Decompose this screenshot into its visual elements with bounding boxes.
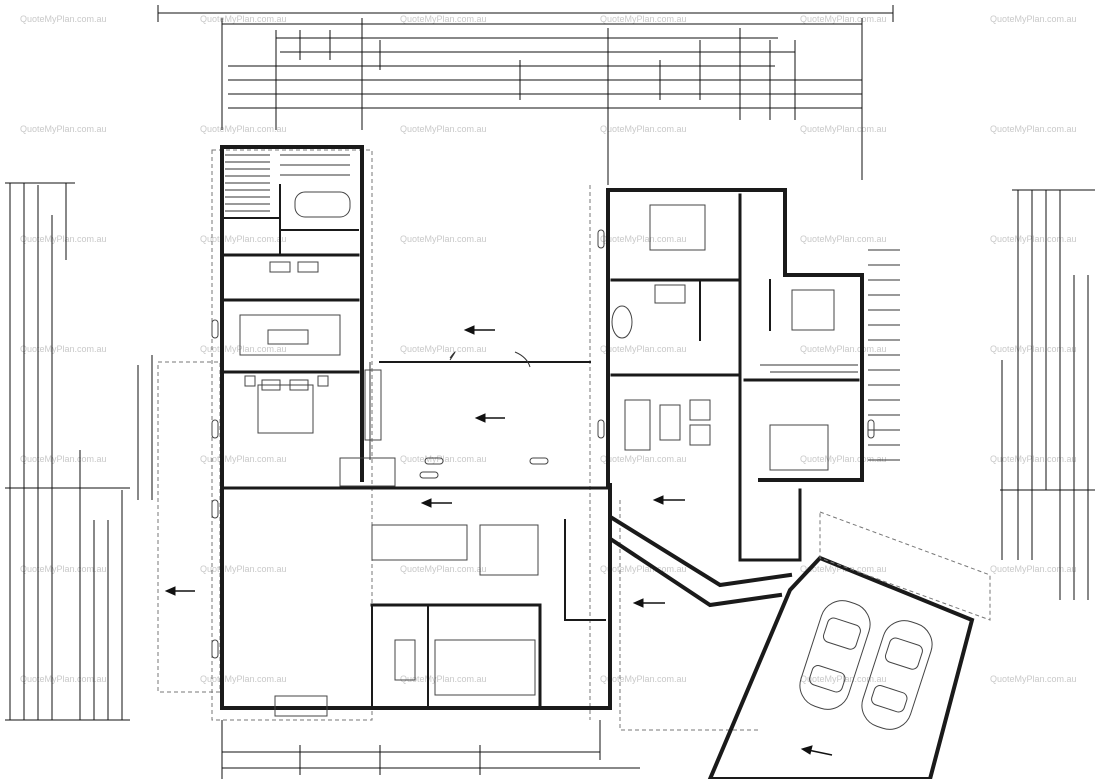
watermark-text: QuoteMyPlan.com.au <box>200 124 287 134</box>
watermark-text: QuoteMyPlan.com.au <box>600 14 687 24</box>
watermark-text: QuoteMyPlan.com.au <box>400 454 487 464</box>
watermark-text: QuoteMyPlan.com.au <box>990 124 1077 134</box>
car-icon <box>799 600 871 710</box>
watermark-text: QuoteMyPlan.com.au <box>800 674 887 684</box>
watermark-text: QuoteMyPlan.com.au <box>20 234 107 244</box>
main-living <box>220 483 612 717</box>
watermark-text: QuoteMyPlan.com.au <box>800 454 887 464</box>
watermark-text: QuoteMyPlan.com.au <box>600 454 687 464</box>
watermark-text: QuoteMyPlan.com.au <box>20 124 107 134</box>
watermark-text: QuoteMyPlan.com.au <box>400 564 487 574</box>
staircase <box>225 154 350 212</box>
watermark-text: QuoteMyPlan.com.au <box>400 674 487 684</box>
watermark-text: QuoteMyPlan.com.au <box>20 674 107 684</box>
watermark-text: QuoteMyPlan.com.au <box>200 674 287 684</box>
bath-icon <box>611 284 686 339</box>
watermark-text: QuoteMyPlan.com.au <box>800 234 887 244</box>
watermark-text: QuoteMyPlan.com.au <box>800 124 887 134</box>
dimension-lines-right <box>1000 189 1095 600</box>
deck-stairs <box>868 249 900 461</box>
table-icon <box>239 314 341 356</box>
watermark-text: QuoteMyPlan.com.au <box>200 454 287 464</box>
bath-icon <box>269 191 351 273</box>
watermark-text: QuoteMyPlan.com.au <box>200 234 287 244</box>
dimension-lines-top <box>157 5 894 185</box>
watermark-text: QuoteMyPlan.com.au <box>600 564 687 574</box>
watermark-text: QuoteMyPlan.com.au <box>600 674 687 684</box>
watermark-text: QuoteMyPlan.com.au <box>990 564 1077 574</box>
bed-icon <box>649 204 835 471</box>
courtyard <box>339 351 591 487</box>
watermark-text: QuoteMyPlan.com.au <box>20 564 107 574</box>
watermark-text: QuoteMyPlan.com.au <box>200 564 287 574</box>
car-icon <box>861 620 933 730</box>
watermark-text: QuoteMyPlan.com.au <box>990 674 1077 684</box>
angled-hallway <box>609 515 793 608</box>
watermark-text: QuoteMyPlan.com.au <box>200 14 287 24</box>
arrow-left-icon <box>164 325 833 756</box>
watermark-text: QuoteMyPlan.com.au <box>400 14 487 24</box>
sofa-icon <box>624 399 711 451</box>
watermark-text: QuoteMyPlan.com.au <box>990 234 1077 244</box>
watermark-text: QuoteMyPlan.com.au <box>200 344 287 354</box>
watermark-text: QuoteMyPlan.com.au <box>600 344 687 354</box>
watermark-text: QuoteMyPlan.com.au <box>400 344 487 354</box>
watermark-text: QuoteMyPlan.com.au <box>400 124 487 134</box>
dimension-lines-left <box>5 182 153 721</box>
dimension-lines-bottom <box>221 720 640 779</box>
watermark-text: QuoteMyPlan.com.au <box>600 124 687 134</box>
left-wing-walls <box>220 145 612 710</box>
watermark-text: QuoteMyPlan.com.au <box>20 14 107 24</box>
watermark-text: QuoteMyPlan.com.au <box>800 14 887 24</box>
watermark-text: QuoteMyPlan.com.au <box>990 454 1077 464</box>
watermark-text: QuoteMyPlan.com.au <box>20 454 107 464</box>
watermark-text: QuoteMyPlan.com.au <box>400 234 487 244</box>
bed-icon <box>244 375 329 434</box>
watermark-text: QuoteMyPlan.com.au <box>800 344 887 354</box>
watermark-text: QuoteMyPlan.com.au <box>990 14 1077 24</box>
garage <box>707 511 991 779</box>
right-wing-walls <box>606 188 864 562</box>
window-marks <box>211 229 875 659</box>
watermark-text: QuoteMyPlan.com.au <box>600 234 687 244</box>
watermark-text: QuoteMyPlan.com.au <box>990 344 1077 354</box>
watermark-text: QuoteMyPlan.com.au <box>20 344 107 354</box>
